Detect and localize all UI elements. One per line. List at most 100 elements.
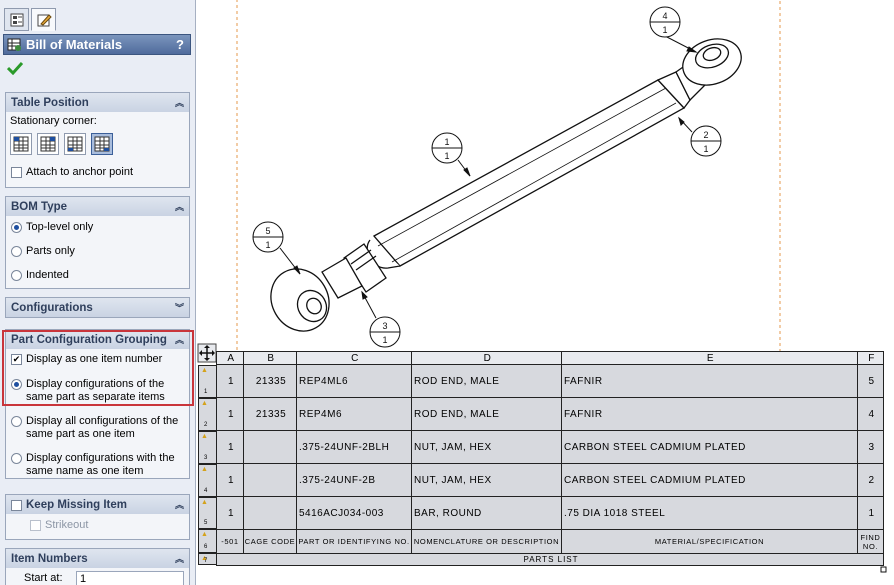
item-numbers-header[interactable]: Item Numbers︽ [6,549,189,568]
attach-anchor-checkbox[interactable] [11,167,22,178]
table-position-header[interactable]: Table Position︽ [6,93,189,112]
row-number-7[interactable]: ▲7 [198,553,216,565]
material-cell[interactable]: CARBON STEEL CADMIUM PLATED [561,430,858,464]
nomenclature-cell[interactable]: ROD END, MALE [411,397,562,431]
help-button[interactable]: ? [176,37,184,52]
collapse-icon: ︽ [174,500,184,510]
bom-type-top-level[interactable]: Top-level only [11,221,93,234]
keep-missing-header[interactable]: Keep Missing Item︽ [6,495,189,514]
corner-top-right-button[interactable] [37,133,59,155]
keep-missing-checkbox[interactable] [11,499,22,511]
column-header-b[interactable]: B [243,351,297,365]
feature-manager-tab[interactable] [4,8,29,31]
caption-row[interactable]: -501 CAGE CODE PART OR IDENTIFYING NO. N… [216,529,884,554]
table-row[interactable]: 1 21335 REP4M6 ROD END, MALE FAFNIR 4 [216,397,884,431]
qty-cell[interactable]: 1 [216,364,244,398]
row-number-1[interactable]: ▲1 [198,365,216,398]
material-cell[interactable]: CARBON STEEL CADMIUM PLATED [561,463,858,497]
table-row[interactable]: 1 .375-24UNF-2B NUT, JAM, HEX CARBON STE… [216,463,884,497]
part-cell[interactable]: .375-24UNF-2B [296,463,412,497]
balloon-3: 31 [369,316,401,348]
row-number-3[interactable]: ▲3 [198,431,216,464]
nomenclature-cell[interactable]: NUT, JAM, HEX [411,430,562,464]
material-cell[interactable]: FAFNIR [561,397,858,431]
radio-all-configs-one-item[interactable] [11,416,22,427]
caption-nomenclature[interactable]: NOMENCLATURE OR DESCRIPTION [411,529,562,554]
part-cell[interactable]: REP4M6 [296,397,412,431]
cage-cell[interactable] [243,430,297,464]
find-no-cell[interactable]: 4 [857,397,884,431]
column-header-d[interactable]: D [411,351,562,365]
row-number-6[interactable]: ▲6 [198,529,216,553]
nomenclature-cell[interactable]: NUT, JAM, HEX [411,463,562,497]
find-no-cell[interactable]: 5 [857,364,884,398]
column-header-a[interactable]: A [216,351,244,365]
table-row[interactable]: 1 .375-24UNF-2BLH NUT, JAM, HEX CARBON S… [216,430,884,464]
radio-parts-only[interactable] [11,246,22,257]
ok-button[interactable] [6,61,24,80]
table-row[interactable]: 1 5416ACJ034-003 BAR, ROUND .75 DIA 1018… [216,496,884,530]
column-header-e[interactable]: E [561,351,858,365]
column-header-f[interactable]: F [857,351,884,365]
qty-cell[interactable]: 1 [216,496,244,530]
parts-list-title-row[interactable]: PARTS LIST [216,553,884,566]
cage-cell[interactable]: 21335 [243,397,297,431]
caption-part[interactable]: PART OR IDENTIFYING NO. [296,529,412,554]
corner-top-left-button[interactable] [10,133,32,155]
bom-type-header[interactable]: BOM Type︽ [6,197,189,216]
part-cell[interactable]: 5416ACJ034-003 [296,496,412,530]
cage-cell[interactable] [243,496,297,530]
column-header-c[interactable]: C [296,351,412,365]
radio-separate-items[interactable] [11,379,22,390]
property-manager-panel: Bill of Materials ? Table Position︽ Stat… [0,0,196,585]
bom-type-indented[interactable]: Indented [11,269,69,282]
part-config-grouping-header[interactable]: Part Configuration Grouping︽ [6,330,189,349]
configurations-header[interactable]: Configurations︾ [6,298,189,317]
nomenclature-cell[interactable]: BAR, ROUND [411,496,562,530]
caption-cage[interactable]: CAGE CODE [243,529,297,554]
qty-cell[interactable]: 1 [216,463,244,497]
qty-cell[interactable]: 1 [216,430,244,464]
radio-same-name-one-item[interactable] [11,453,22,464]
nomenclature-cell[interactable]: ROD END, MALE [411,364,562,398]
find-no-cell[interactable]: 3 [857,430,884,464]
part-cell[interactable]: .375-24UNF-2BLH [296,430,412,464]
find-no-cell[interactable]: 2 [857,463,884,497]
corner-bottom-left-button[interactable] [64,133,86,155]
attach-anchor-option[interactable]: Attach to anchor point [11,166,133,179]
caption-material[interactable]: MATERIAL/SPECIFICATION [561,529,858,554]
cage-cell[interactable]: 21335 [243,364,297,398]
display-one-item-checkbox[interactable]: ✔ [11,354,22,365]
row-number-2[interactable]: ▲2 [198,398,216,431]
table-position-group: Table Position︽ Stationary corner: Attac… [5,92,190,188]
corner-bottom-right-button[interactable] [91,133,113,155]
row-number-5[interactable]: ▲5 [198,497,216,529]
stationary-corner-label: Stationary corner: [10,115,97,127]
material-cell[interactable]: .75 DIA 1018 STEEL [561,496,858,530]
row-number-4[interactable]: ▲4 [198,464,216,497]
display-one-item-option[interactable]: ✔Display as one item number [11,353,162,366]
bom-table[interactable]: A B C D E F 1 21335 REP4ML6 ROD END, MAL… [216,351,884,566]
qty-cell[interactable]: 1 [216,397,244,431]
property-manager-tab[interactable] [31,8,56,31]
radio-top-level[interactable] [11,222,22,233]
table-row[interactable]: 1 21335 REP4ML6 ROD END, MALE FAFNIR 5 [216,364,884,398]
caption-find-no[interactable]: FIND NO. [857,529,884,554]
caption-qty[interactable]: -501 [216,529,244,554]
material-cell[interactable]: FAFNIR [561,364,858,398]
part-cell[interactable]: REP4ML6 [296,364,412,398]
parts-list-title[interactable]: PARTS LIST [216,553,884,566]
expand-icon: ︾ [174,303,184,313]
start-at-input[interactable]: 1 [76,571,184,585]
find-no-cell[interactable]: 1 [857,496,884,530]
radio-indented[interactable] [11,270,22,281]
balloons: 41 21 11 51 31 [252,6,722,348]
strikeout-checkbox[interactable] [30,520,41,531]
cage-cell[interactable] [243,463,297,497]
bom-type-parts-only[interactable]: Parts only [11,245,75,258]
